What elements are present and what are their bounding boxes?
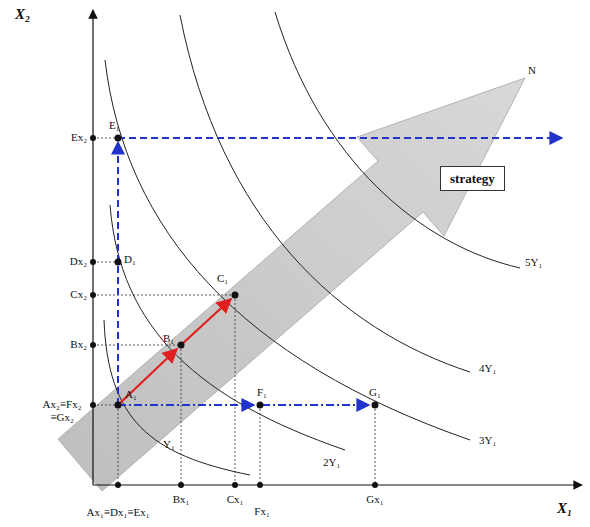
point-label: 4Y₁ [478,362,497,375]
axes [93,10,582,485]
point-label: F₁ [256,386,268,399]
point-label: Bx₁ [172,493,191,506]
point-label: B₁ [162,332,175,345]
strategy-arrow [58,78,525,491]
guide-lines [93,138,375,485]
isoquant-curves [104,12,520,475]
point-label: 5Y₁ [524,256,543,269]
point-label: Ex₂ [70,131,88,144]
point-label: 3Y₁ [478,434,497,447]
point-label: Ax₂≡Fx₂ ≡Gx₂ [34,398,90,424]
point-label: G₁ [368,386,382,399]
points [90,135,379,489]
point-label: C₁ [216,272,229,285]
axis-label: X₁ [556,500,573,517]
point-label: Dx₂ [69,255,88,268]
point-label: Bx₂ [69,338,88,351]
point-label: E₁ [108,119,121,132]
strategy-box: strategy [440,166,505,191]
red-path [118,299,231,405]
point-label: Ax₁≡Dx₁≡Ex₁ [85,506,150,519]
point-label: Y₁ [162,438,176,451]
blue-paths [118,138,562,405]
point-label: Cx₂ [69,288,88,301]
point-label: D₁ [123,253,137,266]
point-label: A₁ [124,388,138,401]
point-label: 2Y₁ [322,456,341,469]
node-text: strategy [450,171,495,186]
axis-label: X₂ [14,6,31,23]
point-label: Gx₁ [365,493,384,506]
point-label: N [527,64,537,77]
point-label: Fx₁ [253,505,270,518]
point-label: Cx₁ [226,493,245,506]
